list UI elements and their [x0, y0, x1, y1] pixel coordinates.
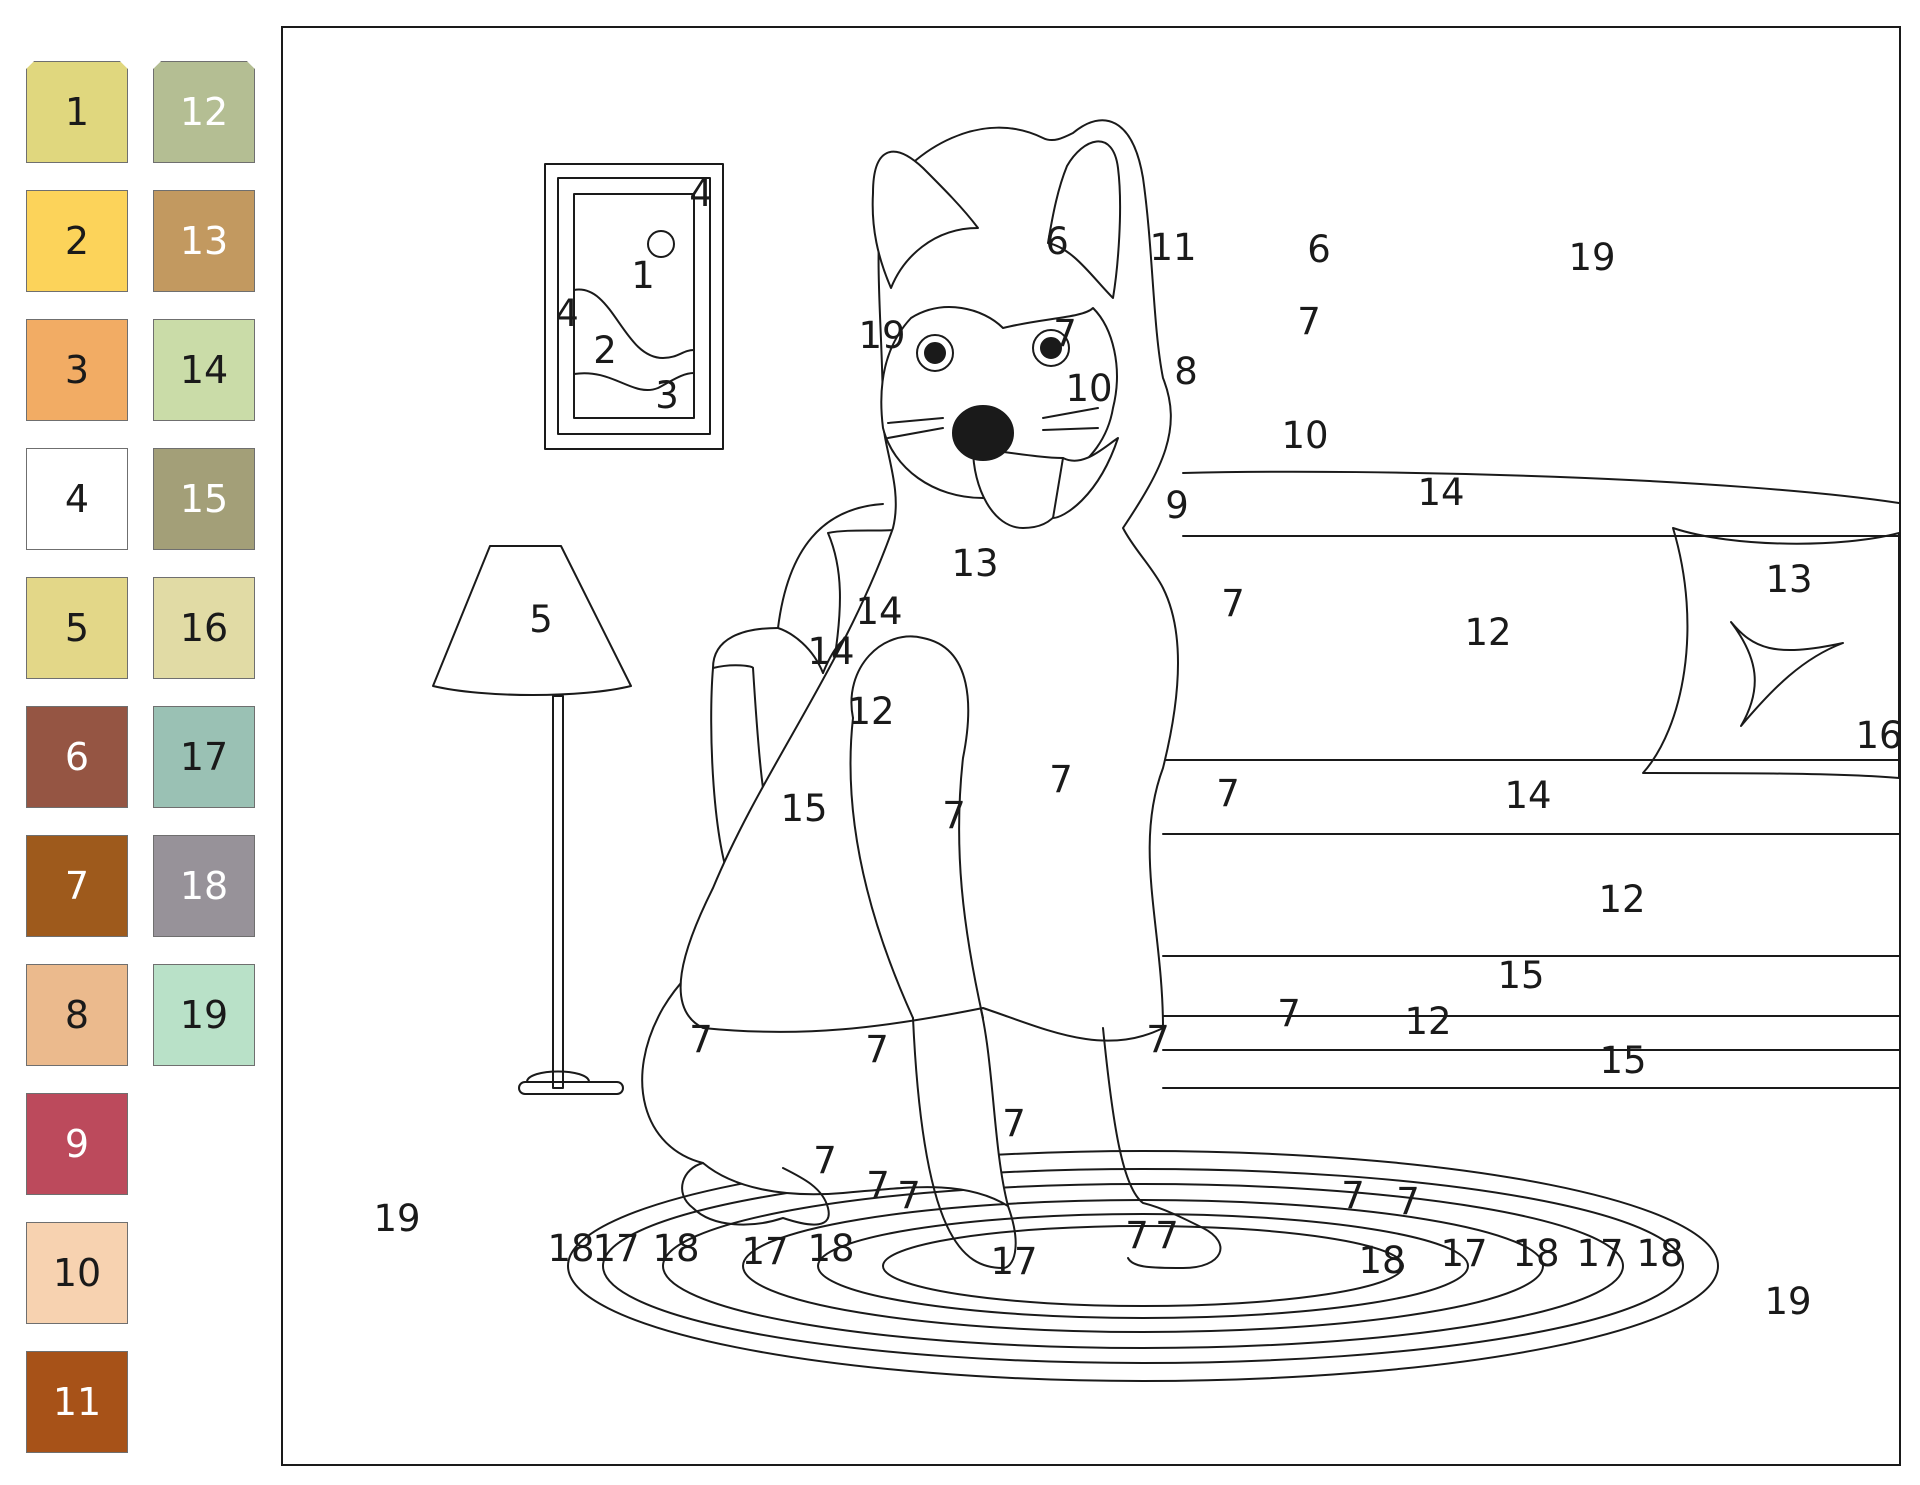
palette-swatch-7[interactable]: 7	[26, 835, 128, 937]
region-number: 14	[855, 590, 902, 633]
palette-swatch-18[interactable]: 18	[153, 835, 255, 937]
region-number: 17	[1440, 1232, 1487, 1275]
region-number: 4	[555, 292, 579, 335]
dog[interactable]	[642, 120, 1220, 1268]
region-number: 7	[1221, 582, 1245, 625]
region-number: 6	[1307, 228, 1331, 271]
region-number: 18	[1358, 1239, 1405, 1282]
region-number: 2	[593, 329, 617, 372]
palette-swatch-14[interactable]: 14	[153, 319, 255, 421]
region-number: 7	[1396, 1180, 1420, 1223]
region-number: 4	[689, 172, 713, 215]
palette-swatch-15[interactable]: 15	[153, 448, 255, 550]
region-number: 7	[1277, 992, 1301, 1035]
region-number: 19	[858, 314, 905, 357]
region-number: 14	[1417, 471, 1464, 514]
region-number: 7	[1297, 300, 1321, 343]
region-number: 18	[1636, 1232, 1683, 1275]
region-number: 12	[1598, 878, 1645, 921]
region-number: 14	[1504, 774, 1551, 817]
round-rug[interactable]	[568, 1151, 1718, 1381]
region-number: 14	[807, 630, 854, 673]
region-number: 7	[942, 794, 966, 837]
region-number: 7	[1155, 1214, 1179, 1257]
region-number: 19	[1568, 236, 1615, 279]
region-number: 7	[1341, 1174, 1365, 1217]
region-number: 17	[990, 1240, 1037, 1283]
region-number: 11	[1149, 226, 1196, 269]
region-number: 18	[652, 1227, 699, 1270]
palette-swatch-1[interactable]: 1	[26, 61, 128, 163]
region-number: 1	[631, 254, 655, 297]
palette-swatch-11[interactable]: 11	[26, 1351, 128, 1453]
region-number: 15	[1599, 1039, 1646, 1082]
region-number: 7	[1049, 758, 1073, 801]
picture-frame[interactable]	[545, 164, 723, 449]
region-number: 7	[866, 1164, 890, 1207]
region-number: 18	[807, 1227, 854, 1270]
palette-swatch-12[interactable]: 12	[153, 61, 255, 163]
region-number: 7	[865, 1028, 889, 1071]
region-number: 7	[1053, 312, 1077, 355]
line-art: 4 4 1 2 3 5 19 19 19 19 6 6 11 7 7 8 10 …	[373, 28, 1899, 1464]
region-number: 7	[813, 1139, 837, 1182]
region-number: 17	[1576, 1232, 1623, 1275]
palette-swatch-19[interactable]: 19	[153, 964, 255, 1066]
region-number: 12	[847, 690, 894, 733]
region-number: 6	[1045, 220, 1069, 263]
region-number: 7	[1216, 772, 1240, 815]
region-number: 18	[1512, 1232, 1559, 1275]
palette-swatch-17[interactable]: 17	[153, 706, 255, 808]
region-number: 17	[741, 1230, 788, 1273]
region-numbers: 4 4 1 2 3 5 19 19 19 19 6 6 11 7 7 8 10 …	[373, 172, 1899, 1323]
region-number: 8	[1174, 350, 1198, 393]
palette-swatch-10[interactable]: 10	[26, 1222, 128, 1324]
floor-lamp[interactable]	[433, 546, 631, 1094]
region-number: 13	[951, 542, 998, 585]
region-number: 18	[547, 1227, 594, 1270]
region-number: 15	[1497, 954, 1544, 997]
region-number: 3	[655, 374, 679, 417]
region-number: 10	[1065, 367, 1112, 410]
palette-swatch-4[interactable]: 4	[26, 448, 128, 550]
region-number: 7	[689, 1018, 713, 1061]
region-number: 16	[1855, 714, 1899, 757]
region-number: 7	[1002, 1102, 1026, 1145]
coloring-canvas[interactable]: 4 4 1 2 3 5 19 19 19 19 6 6 11 7 7 8 10 …	[281, 26, 1901, 1466]
region-number: 12	[1464, 611, 1511, 654]
region-number: 13	[1765, 558, 1812, 601]
palette-swatch-6[interactable]: 6	[26, 706, 128, 808]
region-number: 7	[1125, 1214, 1149, 1257]
region-number: 10	[1281, 414, 1328, 457]
region-number: 7	[897, 1174, 921, 1217]
region-number: 19	[1764, 1280, 1811, 1323]
palette-swatch-2[interactable]: 2	[26, 190, 128, 292]
region-number: 19	[373, 1197, 420, 1240]
palette-swatch-9[interactable]: 9	[26, 1093, 128, 1195]
palette-swatch-5[interactable]: 5	[26, 577, 128, 679]
region-number: 5	[529, 598, 553, 641]
palette-swatch-13[interactable]: 13	[153, 190, 255, 292]
region-number: 15	[780, 787, 827, 830]
palette-swatch-8[interactable]: 8	[26, 964, 128, 1066]
region-number: 17	[592, 1227, 639, 1270]
palette-swatch-16[interactable]: 16	[153, 577, 255, 679]
region-number: 9	[1165, 484, 1189, 527]
palette-swatch-3[interactable]: 3	[26, 319, 128, 421]
region-number: 7	[1146, 1018, 1170, 1061]
region-number: 12	[1404, 1000, 1451, 1043]
